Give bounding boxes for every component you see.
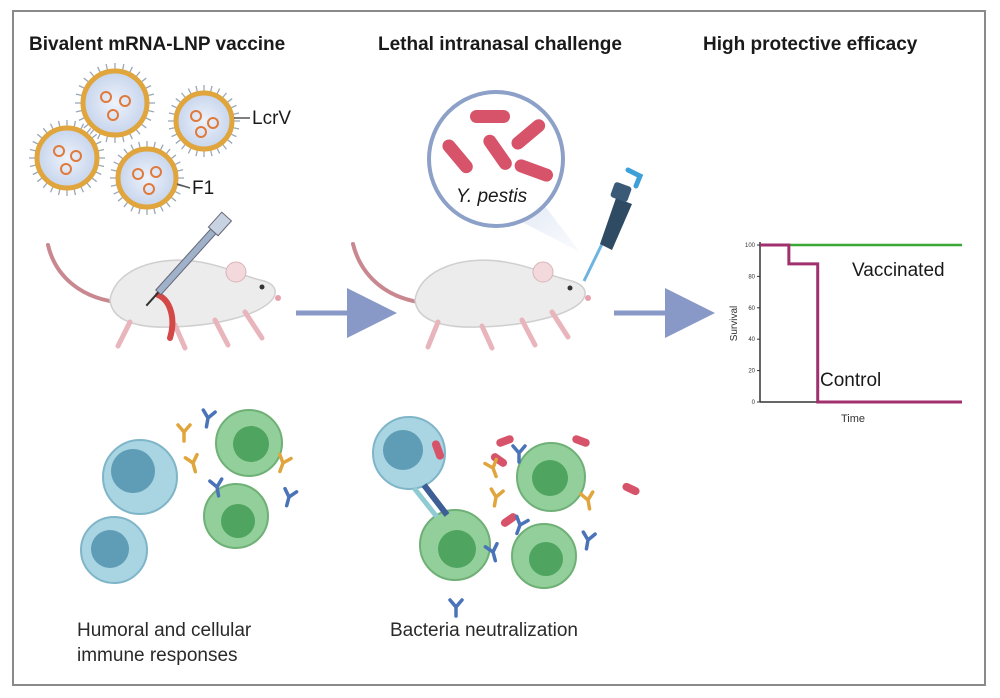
immune-caption-line2: immune responses — [77, 645, 238, 666]
bacteria-name: Y. pestis — [456, 186, 528, 207]
y-tick-label: 80 — [748, 274, 755, 280]
antibody-icon — [283, 486, 299, 508]
antibody-icon — [183, 452, 199, 474]
antibody-icon — [581, 530, 597, 551]
antibody-icon — [483, 541, 499, 563]
immune-caption-line1: Humoral and cellular — [77, 620, 252, 641]
series-line-control — [760, 243, 962, 404]
antibody-icon — [176, 423, 192, 443]
x-axis-title: Time — [841, 413, 865, 425]
f1-label: F1 — [192, 178, 215, 199]
challenge-panel-title: Lethal intranasal challenge — [378, 34, 622, 55]
y-tick-label: 20 — [748, 369, 755, 375]
figure-frame — [12, 10, 986, 686]
antibody-icon — [208, 477, 224, 498]
y-tick-label: 100 — [745, 243, 756, 249]
antibody-icon — [511, 444, 527, 464]
neutralization-cells — [372, 416, 640, 589]
lnp-particle-4 — [110, 141, 184, 215]
vaccine-panel-title: Bivalent mRNA-LNP vaccine — [29, 34, 286, 55]
lnp-particle-1 — [75, 63, 155, 143]
antibody-icon — [483, 457, 498, 479]
antibody-icon — [448, 598, 464, 618]
mouse-vaccinated — [46, 211, 281, 351]
lnp-particle-3 — [29, 120, 105, 196]
bacteria-cluster — [442, 110, 554, 182]
neutralization-caption: Bacteria neutralization — [390, 620, 578, 641]
efficacy-panel-title: High protective efficacy — [703, 34, 918, 55]
series-label-control: Control — [820, 370, 881, 391]
antibody-icon — [489, 487, 505, 508]
f1-pointer — [176, 183, 191, 189]
series-label-vaccinated: Vaccinated — [852, 260, 945, 281]
y-axis-title: Survival — [729, 306, 740, 342]
y-tick-label: 40 — [748, 337, 755, 343]
pipette-icon — [582, 167, 644, 282]
lnp-particle-2 — [168, 85, 240, 157]
antibody-icon — [579, 490, 595, 511]
lcrv-label: LcrV — [252, 108, 292, 129]
antibody-icon — [201, 408, 217, 429]
mouse-challenged — [351, 242, 591, 351]
antibody-icon — [278, 452, 293, 474]
immune-caption: Humoral and cellular immune responses — [77, 618, 251, 668]
y-tick-label: 0 — [752, 400, 756, 406]
antibody-icon — [515, 514, 530, 536]
syringe-icon — [145, 211, 233, 307]
y-tick-label: 60 — [748, 306, 755, 312]
immune-cells-left — [80, 409, 283, 584]
